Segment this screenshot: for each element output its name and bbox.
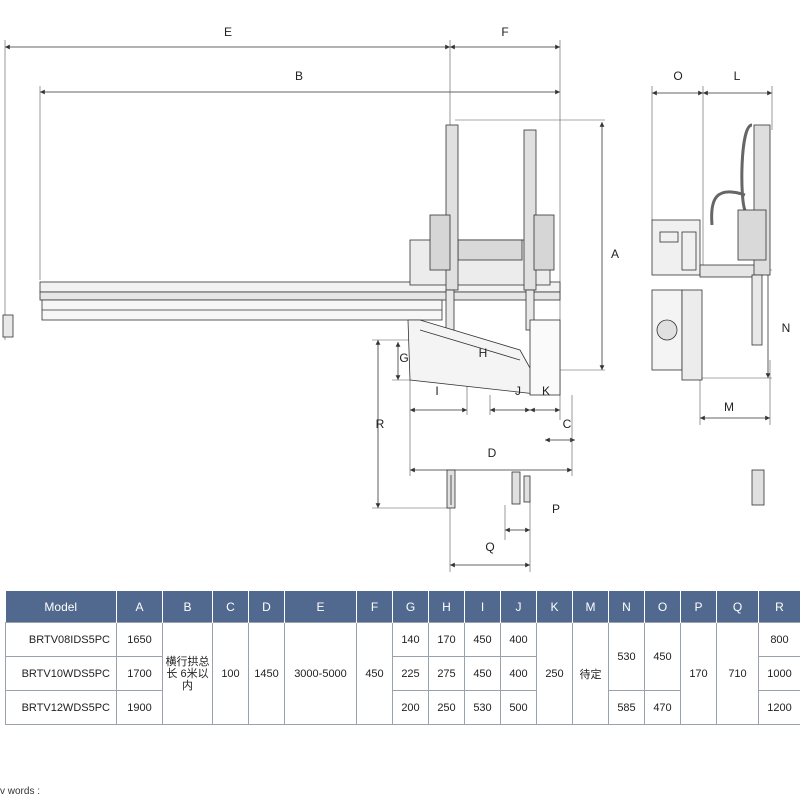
label-a: A xyxy=(611,247,619,261)
cell-o: 450 xyxy=(644,622,681,691)
cell-n: 530 xyxy=(608,622,645,691)
label-e: E xyxy=(224,25,232,39)
cell-i: 530 xyxy=(464,690,501,725)
header-c: C xyxy=(212,591,249,623)
gripper-left xyxy=(446,469,456,509)
cell-b: 横行拱总长 6米以内 xyxy=(162,622,213,725)
table-row: BRTV10WDS5PC 1700 225 275 450 400 1000 xyxy=(5,656,800,691)
cell-k: 250 xyxy=(536,622,573,725)
label-f: F xyxy=(501,25,508,39)
label-b: B xyxy=(295,69,303,83)
spec-table: Model A B C D E F G H I J K M N O P Q R … xyxy=(5,591,800,725)
footnote: v words : xyxy=(0,786,41,797)
cell-model: BRTV08IDS5PC xyxy=(5,622,117,657)
cell-a: 1650 xyxy=(116,622,163,657)
cell-g: 200 xyxy=(392,690,429,725)
table-row: BRTV12WDS5PC 1900 200 250 530 500 585 47… xyxy=(5,690,800,725)
cell-f: 450 xyxy=(356,622,393,725)
cell-a: 1900 xyxy=(116,690,163,725)
main-beam xyxy=(39,239,561,321)
header-h: H xyxy=(428,591,465,623)
header-model: Model xyxy=(5,591,117,623)
label-o: O xyxy=(673,69,682,83)
vertical-arm-left xyxy=(429,124,459,331)
cell-e: 3000-5000 xyxy=(284,622,357,725)
cell-model: BRTV10WDS5PC xyxy=(5,656,117,691)
header-n: N xyxy=(608,591,645,623)
cell-j: 400 xyxy=(500,622,537,657)
cell-d: 1450 xyxy=(248,622,285,725)
cell-h: 250 xyxy=(428,690,465,725)
label-l: L xyxy=(734,69,741,83)
label-q: Q xyxy=(485,540,494,554)
header-j: J xyxy=(500,591,537,623)
label-j: J xyxy=(515,384,521,398)
header-k: K xyxy=(536,591,573,623)
header-q: Q xyxy=(716,591,759,623)
table-row: BRTV08IDS5PC 1650 横行拱总长 6米以内 100 1450 30… xyxy=(5,622,800,725)
cell-j: 500 xyxy=(500,690,537,725)
header-o: O xyxy=(644,591,681,623)
side-view-machine xyxy=(651,123,771,506)
label-n: N xyxy=(782,321,791,335)
header-r: R xyxy=(758,591,800,623)
cell-r: 1200 xyxy=(758,690,800,725)
cell-i: 450 xyxy=(464,656,501,691)
cell-a: 1700 xyxy=(116,656,163,691)
label-m: M xyxy=(724,400,734,414)
label-i: I xyxy=(435,384,438,398)
label-g: G xyxy=(399,351,408,365)
cell-h: 275 xyxy=(428,656,465,691)
cell-h: 170 xyxy=(428,622,465,657)
header-f: F xyxy=(356,591,393,623)
technical-drawing: E F B O L A N G H I J K C R D M P Q xyxy=(2,25,791,572)
cell-r: 1000 xyxy=(758,656,800,691)
cell-c: 100 xyxy=(212,622,249,725)
cell-n: 585 xyxy=(608,690,645,725)
header-m: M xyxy=(572,591,609,623)
cell-o: 470 xyxy=(644,690,681,725)
vertical-arm-right xyxy=(523,129,555,331)
extension-lines xyxy=(4,40,773,572)
header-g: G xyxy=(392,591,429,623)
label-r: R xyxy=(376,417,385,431)
left-end-stopper xyxy=(2,314,14,338)
cell-p: 170 xyxy=(680,622,717,725)
label-h: H xyxy=(479,346,488,360)
cell-j: 400 xyxy=(500,656,537,691)
table-header-row: Model A B C D E F G H I J K M N O P Q R xyxy=(5,591,800,623)
label-d: D xyxy=(488,446,497,460)
header-e: E xyxy=(284,591,357,623)
cell-g: 225 xyxy=(392,656,429,691)
header-d: D xyxy=(248,591,285,623)
label-k: K xyxy=(542,384,550,398)
cell-q: 710 xyxy=(716,622,759,725)
gripper-right xyxy=(511,471,531,505)
header-b: B xyxy=(162,591,213,623)
cell-model: BRTV12WDS5PC xyxy=(5,690,117,725)
label-c: C xyxy=(563,417,572,431)
base-support xyxy=(407,319,561,396)
header-i: I xyxy=(464,591,501,623)
header-p: P xyxy=(680,591,717,623)
cell-r: 800 xyxy=(758,622,800,657)
cell-i: 450 xyxy=(464,622,501,657)
label-p: P xyxy=(552,502,560,516)
header-a: A xyxy=(116,591,163,623)
cell-g: 140 xyxy=(392,622,429,657)
cell-m: 待定 xyxy=(572,622,609,725)
